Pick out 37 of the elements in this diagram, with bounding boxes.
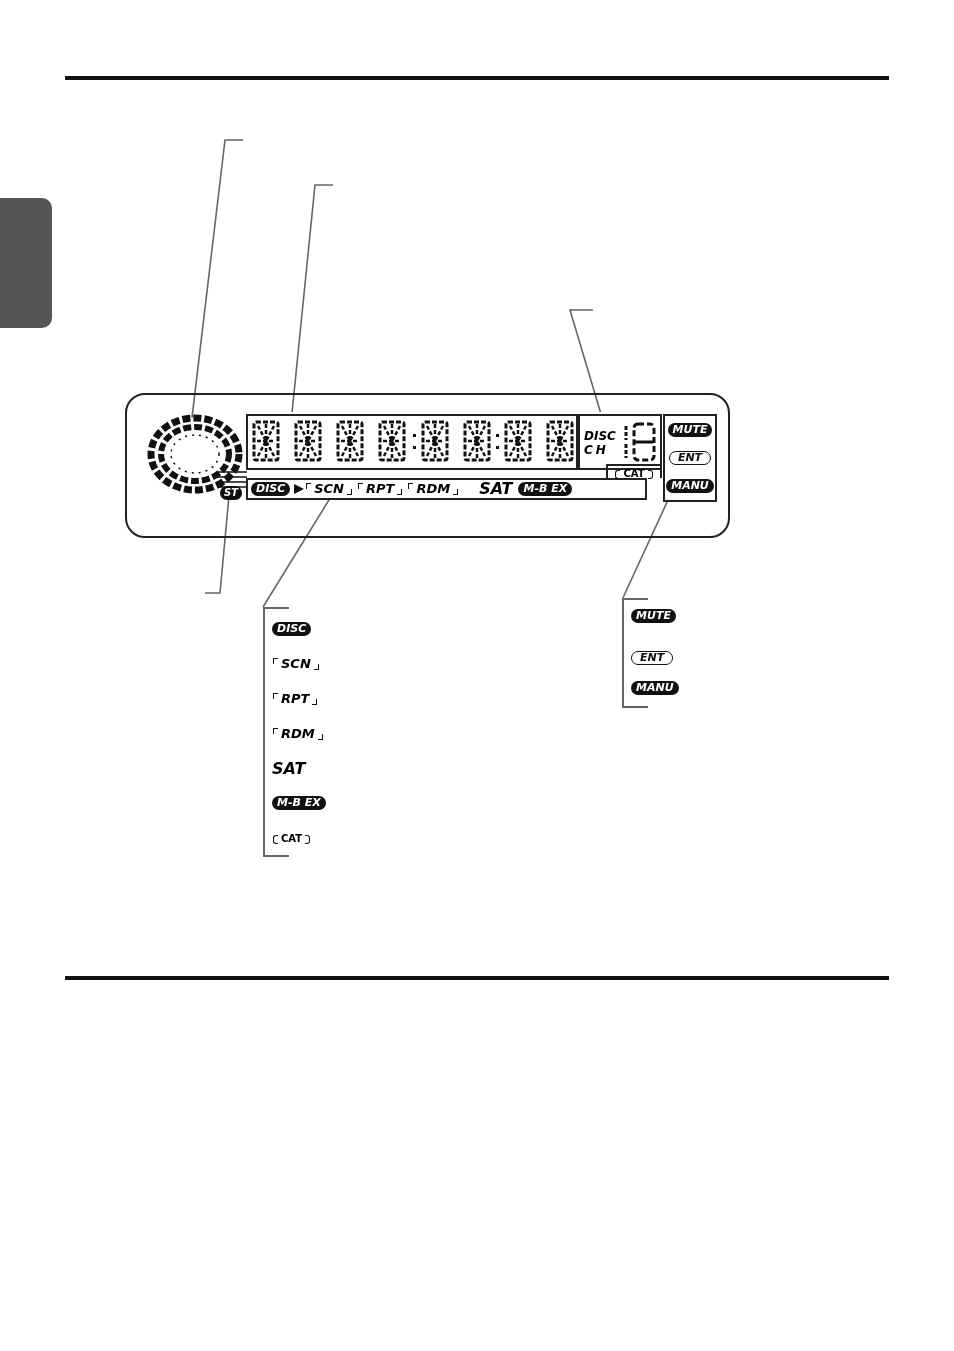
indicator-label: DISC (272, 622, 312, 636)
indicator-label: M-B EX (272, 796, 326, 810)
indicator-label: RPT (272, 691, 319, 707)
button-indicator-panel (663, 414, 717, 502)
indicator-label: SCN (305, 481, 353, 497)
indicator-label: CAT (272, 833, 312, 845)
indicator-label: RPT (357, 481, 404, 497)
indicator-label: CH (584, 444, 609, 457)
indicator-label: ENT (668, 451, 712, 465)
leader-line (622, 499, 669, 599)
leader-line (191, 139, 244, 419)
indicator-label: ENT (631, 651, 674, 665)
disc-number-display (578, 414, 662, 470)
level-meter-drawing (147, 414, 247, 496)
indicator-label: SCN (272, 656, 320, 672)
indicator-label: SAT (272, 761, 306, 777)
indicator-label: RDM (407, 481, 460, 497)
indicator-label: M-B EX (518, 482, 573, 496)
indicator-label: MUTE (631, 609, 676, 623)
indicator-label: MANU (666, 479, 714, 493)
indicator-label: DISC (251, 482, 291, 496)
indicator-label: MUTE (667, 423, 713, 437)
display-panel (125, 393, 730, 538)
indicator-label: MANU (631, 681, 679, 695)
character-display (246, 414, 578, 470)
indicator-label: RDM (272, 726, 324, 742)
stereo-indicator-label: ST (220, 486, 243, 500)
indicator-label: CAT (614, 468, 654, 480)
section-tab (0, 198, 52, 328)
leader-line (291, 184, 334, 413)
indicator-label: SAT (479, 481, 513, 497)
indicator-label: DISC (584, 430, 616, 443)
leader-line (204, 497, 230, 594)
indicator-bar (246, 478, 647, 500)
leader-line (262, 497, 331, 608)
leader-line (568, 309, 602, 413)
category-indicator (606, 464, 662, 478)
